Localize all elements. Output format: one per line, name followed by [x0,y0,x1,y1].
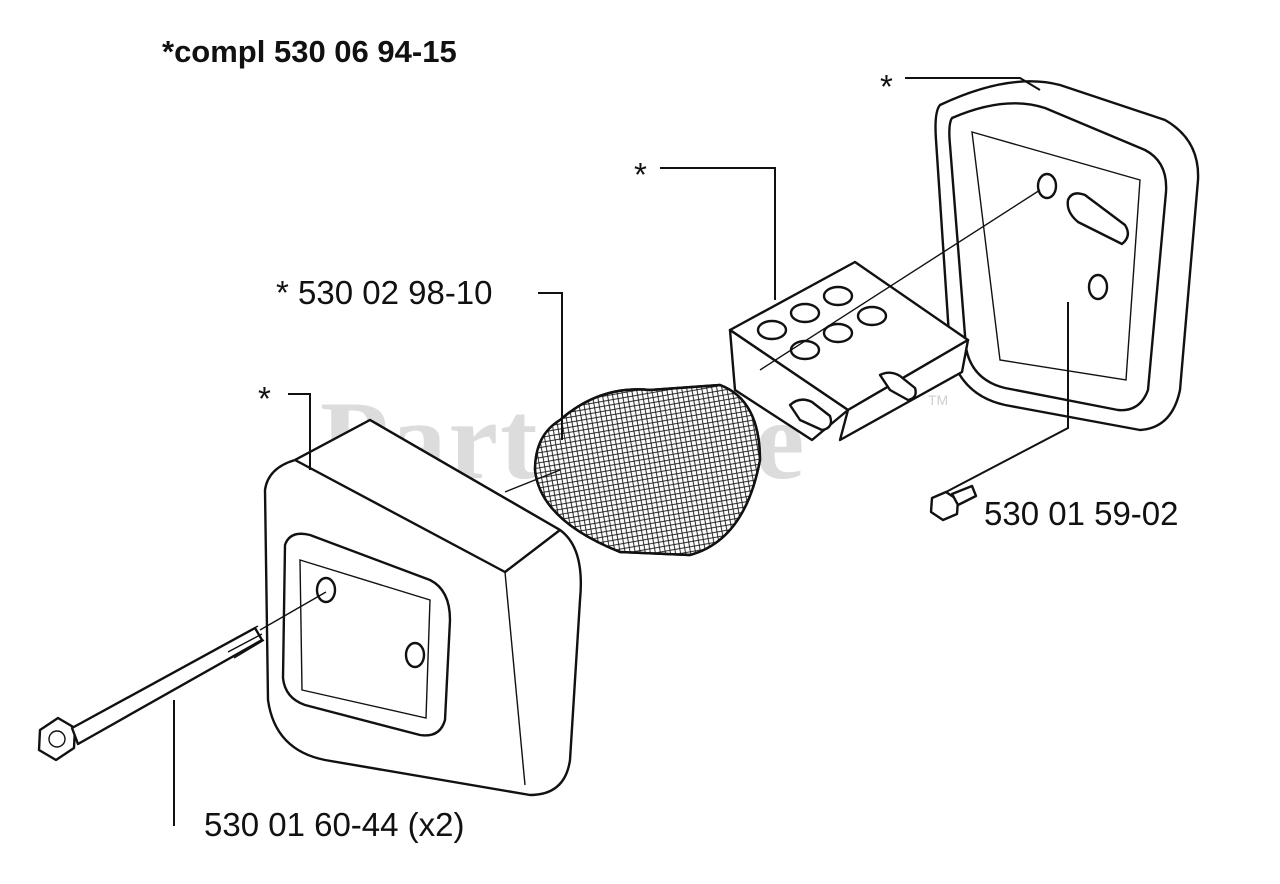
housing-hole-top [1036,172,1058,200]
assembly-title: *compl 530 06 94-15 [162,34,457,69]
holder-asterisk: * [634,156,647,193]
cover-hole-top [315,576,337,604]
mesh-filter-part [533,383,762,557]
leader-lines [173,77,1069,826]
bolt-part-number: 530 01 60-44 (x2) [204,806,465,843]
screw-part-number: 530 01 59-02 [984,495,1179,532]
filter-part-number: * 530 02 98-10 [276,274,493,311]
trademark-mark: TM [928,392,949,408]
cover-asterisk: * [258,380,271,417]
rear-housing-part [934,80,1200,432]
small-screw-part [929,484,978,522]
housing-asterisk: * [880,68,893,105]
housing-hole-bottom [1087,273,1109,301]
front-cover-part [263,418,582,797]
long-bolt-part [37,625,265,762]
cover-hole-bottom [404,641,426,669]
filter-holder-part [728,260,970,442]
